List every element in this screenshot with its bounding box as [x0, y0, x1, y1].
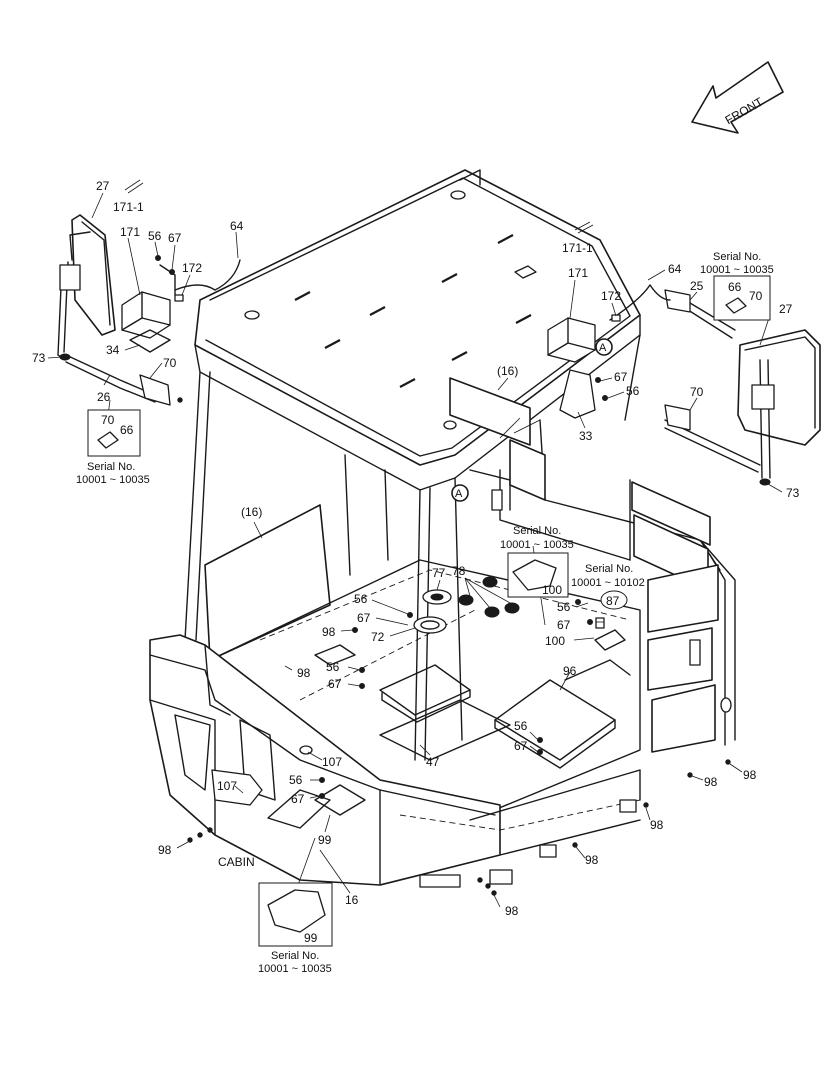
- callout-171-1-left: 171-1: [113, 200, 144, 214]
- callout-16-bottom: 16: [345, 893, 359, 907]
- callout-67-right: 67: [614, 370, 628, 384]
- callout-67-mid: 67: [328, 677, 342, 691]
- serial-plate-title: Serial No.: [271, 950, 319, 962]
- callout-33: 33: [579, 429, 593, 443]
- callout-56-right: 56: [626, 384, 640, 398]
- callout-56-top: 56: [148, 229, 162, 243]
- serial-right-title: Serial No.: [713, 251, 761, 263]
- front-arrow-icon: FRONT: [691, 61, 784, 134]
- callout-77: 77: [432, 566, 446, 580]
- callout-27-right: 27: [779, 302, 793, 316]
- bolts: [155, 255, 731, 896]
- serial-right-part-70: 70: [749, 289, 763, 303]
- callout-25: 25: [690, 279, 704, 293]
- callout-98-h: 98: [743, 768, 757, 782]
- serial-cover-range: 10001 ~ 10035: [500, 539, 574, 551]
- serial-left-range: 10001 ~ 10035: [76, 474, 150, 486]
- callout-99: 99: [318, 833, 332, 847]
- callout-96: 96: [563, 664, 577, 678]
- callout-70-left: 70: [163, 356, 177, 370]
- callout-56-d: 56: [289, 773, 303, 787]
- callout-56-c: 56: [514, 719, 528, 733]
- callout-107-b: 107: [217, 779, 237, 793]
- callout-56-mid: 56: [326, 660, 340, 674]
- left-mirror-assembly: [57, 179, 241, 406]
- serial-box-plate: 99 Serial No. 10001 ~ 10035: [258, 882, 333, 975]
- serial-plate-range: 10001 ~ 10035: [258, 963, 332, 975]
- serial-box-floor-cover: Serial No. 10001 ~ 10035 100: [500, 525, 574, 598]
- callout-171-right: 171: [568, 266, 588, 280]
- callout-67-d: 67: [291, 792, 305, 806]
- callout-98-f: 98: [650, 818, 664, 832]
- callout-16-left: (16): [241, 505, 262, 519]
- cabin-floor: [209, 559, 641, 821]
- callout-100: 100: [545, 634, 565, 648]
- cabin-roof: [194, 169, 641, 491]
- serial-87-range: 10001 ~ 10102: [571, 577, 645, 589]
- callout-98-a: 98: [322, 625, 336, 639]
- callout-67-top: 67: [168, 231, 182, 245]
- callout-73-left: 73: [32, 351, 46, 365]
- serial-87-title: Serial No.: [585, 563, 633, 575]
- serial-plate-part: 99: [304, 931, 318, 945]
- callout-73-right: 73: [786, 486, 800, 500]
- callout-56-87: 56: [557, 600, 571, 614]
- serial-right-range: 10001 ~ 10035: [700, 264, 774, 276]
- serial-left-title: Serial No.: [87, 461, 135, 473]
- reference-markers: A A: [451, 338, 613, 502]
- callout-98-g: 98: [704, 775, 718, 789]
- callout-70-right: 70: [690, 385, 704, 399]
- callout-98-e: 98: [585, 853, 599, 867]
- marker-a-center: A: [455, 488, 463, 500]
- callout-172-left: 172: [182, 261, 202, 275]
- serial-note-87: Serial No. 10001 ~ 10102 87: [571, 563, 645, 610]
- callout-64-right: 64: [668, 262, 682, 276]
- callout-34: 34: [106, 343, 120, 357]
- callout-67-87: 67: [557, 618, 571, 632]
- right-mirror-assembly: [547, 221, 821, 486]
- callout-107-a: 107: [322, 755, 342, 769]
- serial-box-left-mirror: 70 66 Serial No. 10001 ~ 10035: [76, 409, 150, 486]
- callout-labels: 27 171-1 171 56 67 64 172 34 70 73 26 17…: [32, 179, 800, 918]
- callout-27-left: 27: [96, 179, 110, 193]
- marker-a-right: A: [599, 342, 607, 354]
- serial-box-right-mirror: Serial No. 10001 ~ 10035 66 70: [700, 251, 774, 321]
- serial-cover-title: Serial No.: [513, 525, 561, 537]
- callout-172-right: 172: [601, 289, 621, 303]
- callout-78: 78: [452, 564, 466, 578]
- cabin-mounts: [458, 576, 520, 618]
- callout-98-b: 98: [297, 666, 311, 680]
- callout-98-c: 98: [158, 843, 172, 857]
- callout-67-floor: 67: [357, 611, 371, 625]
- serial-right-part-66: 66: [728, 280, 742, 294]
- cabin-label: CABIN: [218, 855, 255, 869]
- callout-16-top: (16): [497, 364, 518, 378]
- serial-cover-part: 100: [542, 583, 562, 597]
- callout-171-left: 171: [120, 225, 140, 239]
- callout-26: 26: [97, 390, 111, 404]
- serial-left-part-66: 66: [120, 423, 134, 437]
- callout-87: 87: [606, 594, 620, 608]
- callout-67-c: 67: [514, 739, 528, 753]
- callout-56-floor: 56: [354, 592, 368, 606]
- callout-98-d: 98: [505, 904, 519, 918]
- callout-47: 47: [426, 755, 440, 769]
- serial-left-part-70: 70: [101, 413, 115, 427]
- callout-171-1-right: 171-1: [562, 241, 593, 255]
- callout-72: 72: [371, 630, 385, 644]
- callout-64-left: 64: [230, 219, 244, 233]
